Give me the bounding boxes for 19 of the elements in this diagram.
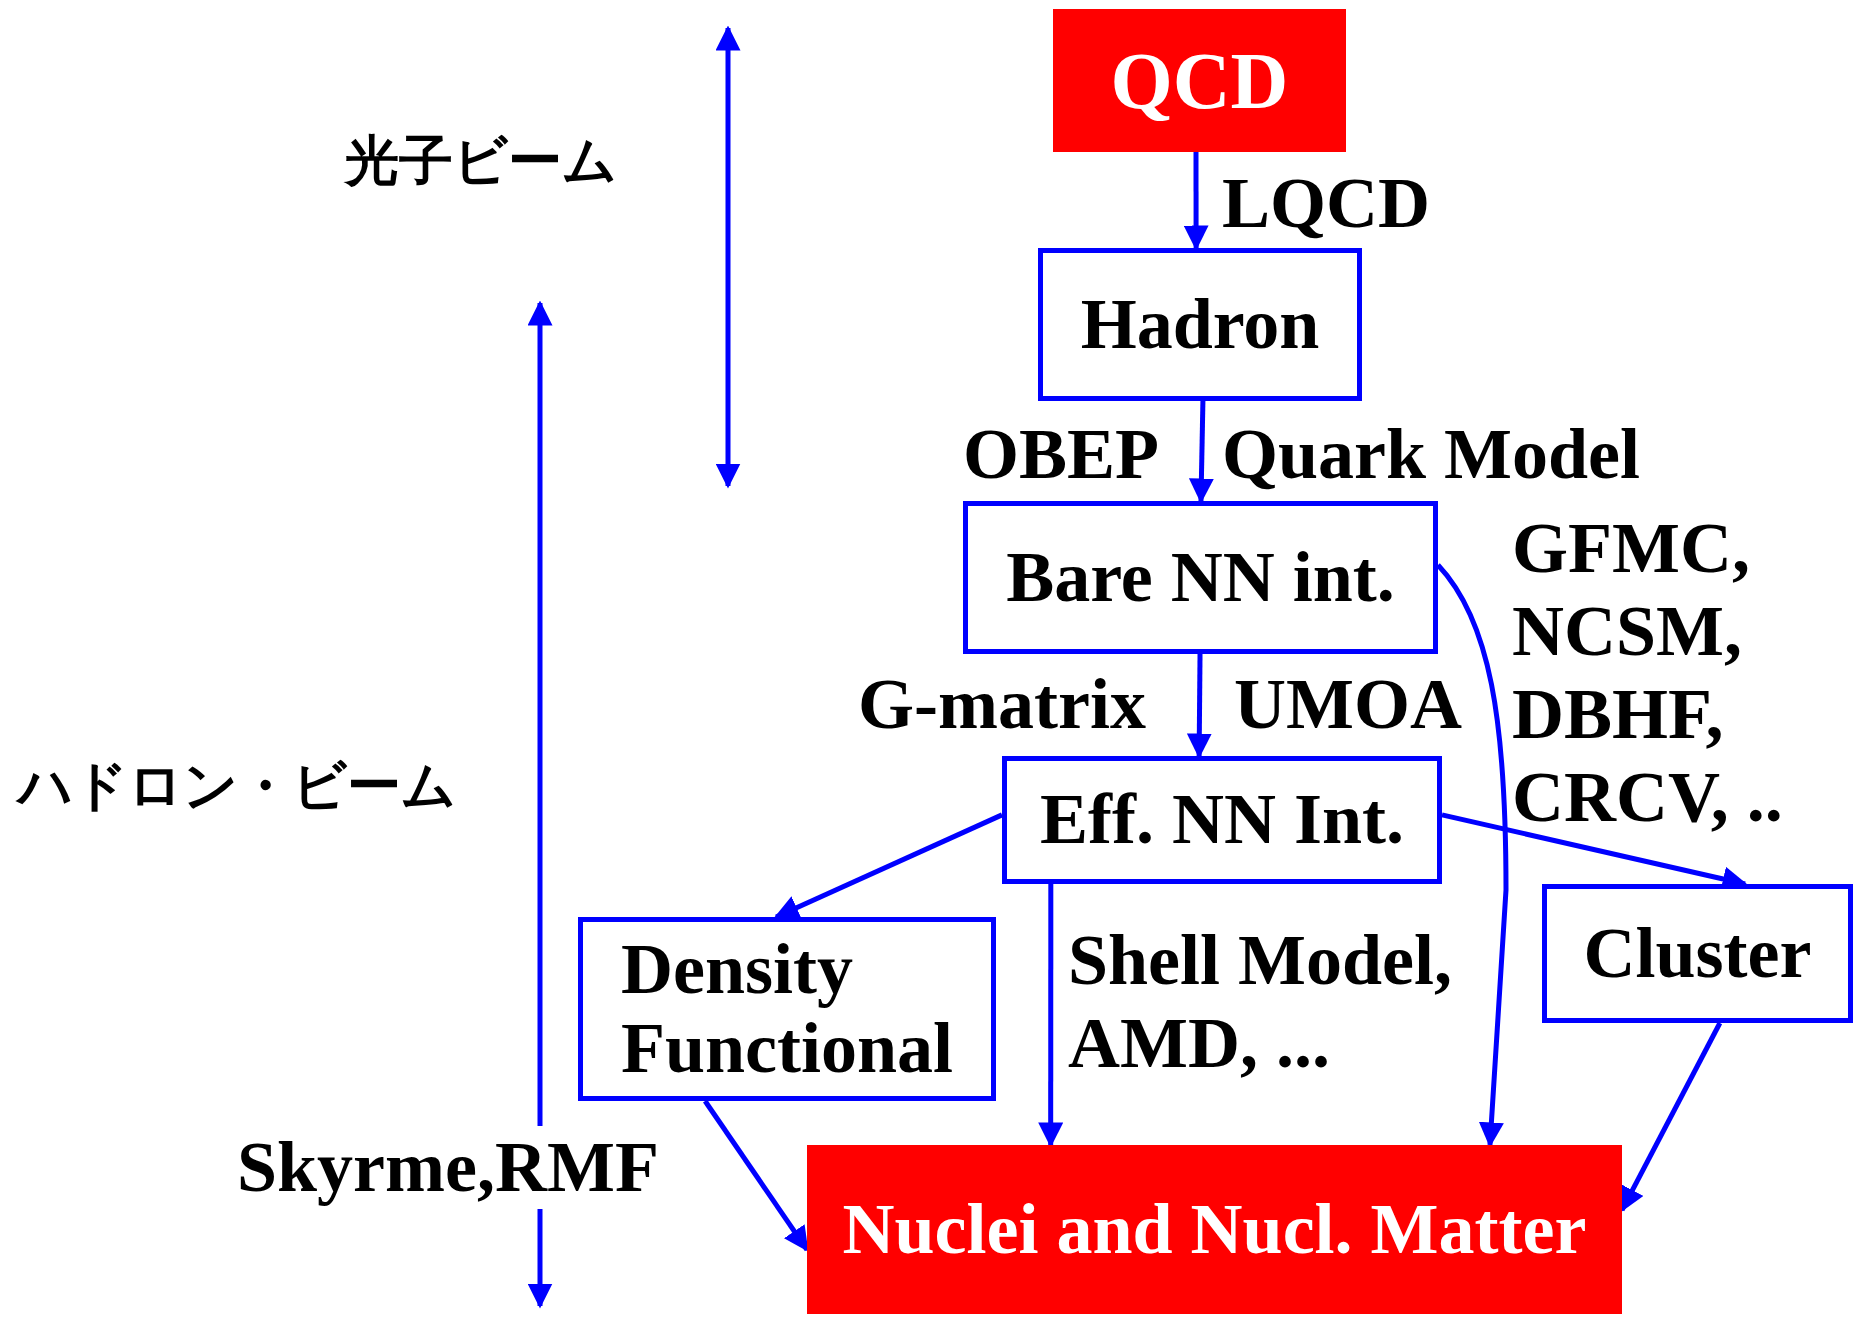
beam-label: 光子ビーム <box>345 128 617 194</box>
edge-label: LQCD <box>1222 162 1431 245</box>
edge-label: G-matrix <box>858 663 1146 746</box>
edge-label: Skyrme,RMF <box>237 1126 659 1209</box>
edge-label: OBEP <box>963 413 1160 496</box>
edge-label: GFMC, NCSM, DBHF, CRCV, .. <box>1512 507 1784 839</box>
arrow <box>1038 884 1064 1148</box>
method-label: Quark Model <box>1222 413 1640 496</box>
highlight-box: Nuclei and Nucl. Matter <box>807 1145 1622 1314</box>
method-label: UMOA <box>1234 663 1462 746</box>
arrow <box>1436 563 1509 1148</box>
highlight-box: QCD <box>1053 9 1346 152</box>
process-box: Bare NN int. <box>963 501 1438 654</box>
beam-label: ハドロン・ビーム <box>18 753 456 819</box>
edge-label: Shell Model, AMD, ... <box>1068 919 1453 1085</box>
process-box: Eff. NN Int. <box>1002 756 1442 884</box>
process-box: Hadron <box>1038 248 1362 401</box>
process-box: Density Functional <box>578 917 996 1101</box>
process-box: Cluster <box>1542 884 1853 1023</box>
